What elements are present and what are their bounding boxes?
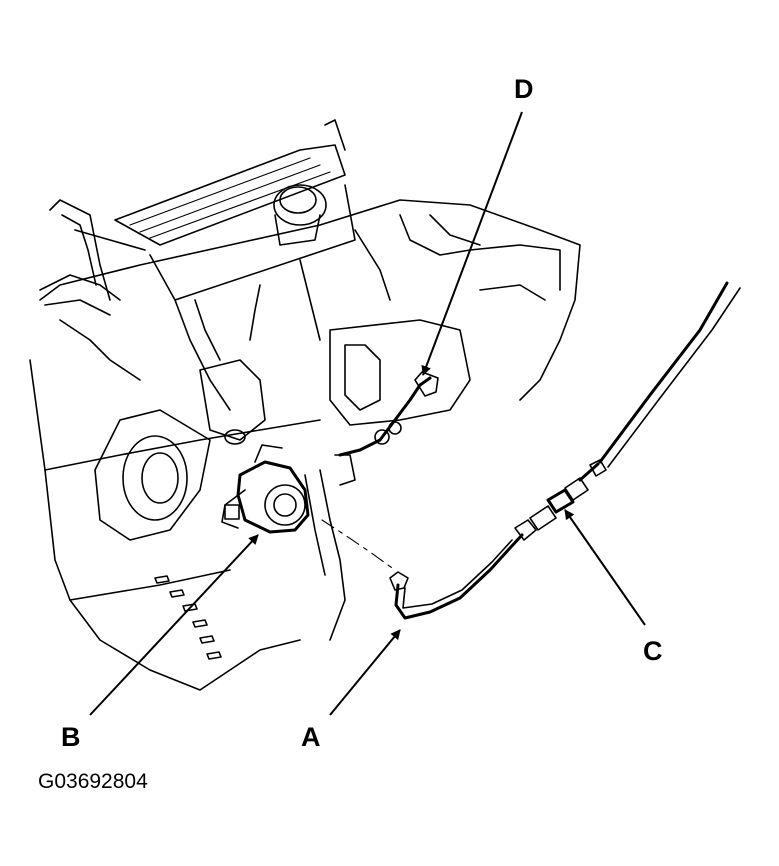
callout-b: B — [61, 722, 81, 752]
callout-a: A — [301, 722, 321, 752]
callout-d: D — [514, 74, 534, 104]
leader-d — [421, 111, 523, 376]
upper-cable — [338, 371, 439, 457]
accelerator-cable — [321, 281, 741, 620]
engine-block — [29, 119, 581, 691]
leader-a — [329, 629, 401, 716]
leader-c — [564, 509, 646, 626]
callout-c: C — [643, 636, 663, 666]
leader-b — [89, 534, 259, 716]
throttle-drum — [221, 444, 310, 534]
figure-id: G03692804 — [38, 770, 148, 793]
grille-slots — [154, 575, 222, 660]
